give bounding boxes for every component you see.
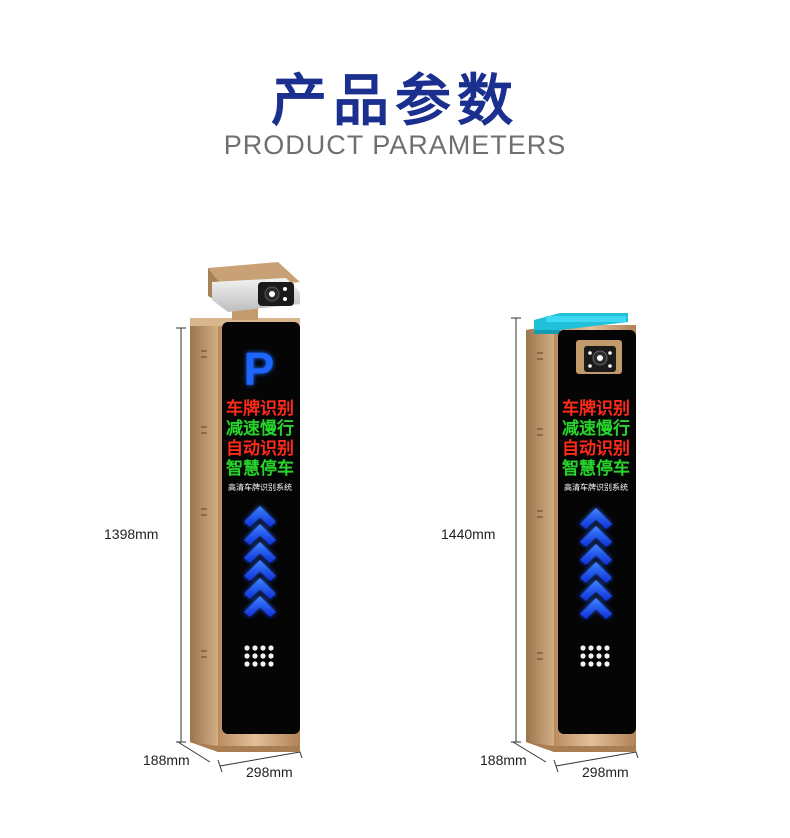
right-camera-icon [576, 340, 622, 374]
right-width-label: 298mm [582, 764, 629, 780]
product-left: P 车牌识别 减速慢行 自动识别 智慧停车 高清车牌识别系统 [176, 262, 303, 773]
right-arrow-icon [580, 508, 612, 619]
right-subtitle: 高清车牌识别系统 [564, 482, 628, 492]
right-cabinet-side [526, 325, 554, 752]
left-height-label: 1398mm [104, 526, 159, 542]
left-parking-sign: P [244, 343, 275, 395]
right-height-dimension [511, 317, 521, 743]
left-subtitle: 高清车牌识别系统 [228, 482, 292, 492]
left-width-label: 298mm [246, 764, 293, 780]
left-led-line-4: 智慧停车 [226, 458, 294, 479]
right-led-line-2: 减速慢行 [562, 418, 630, 439]
right-led-line-3: 自动识别 [562, 438, 630, 459]
left-bullet-camera-icon [208, 262, 300, 320]
left-cabinet-side [190, 320, 218, 752]
right-led-line-4: 智慧停车 [562, 458, 630, 479]
left-led-line-2: 减速慢行 [226, 418, 294, 439]
right-base [526, 742, 636, 752]
page-subtitle: PRODUCT PARAMETERS [223, 130, 567, 160]
left-depth-label: 188mm [143, 752, 190, 768]
left-height-dimension [176, 327, 186, 743]
left-led-line-3: 自动识别 [226, 438, 294, 459]
left-fill-light-icon [244, 645, 274, 667]
right-top-light-icon [534, 313, 628, 334]
right-depth-label: 188mm [480, 752, 527, 768]
right-fill-light-icon [580, 645, 610, 667]
right-led-line-1: 车牌识别 [562, 398, 630, 419]
page-title: 产品参数 [271, 69, 519, 134]
right-height-label: 1440mm [441, 526, 496, 542]
right-side-vents [537, 352, 543, 660]
left-led-line-1: 车牌识别 [226, 398, 294, 419]
left-base [190, 742, 300, 752]
product-right: 车牌识别 减速慢行 自动识别 智慧停车 高清车牌识别系统 [511, 313, 639, 773]
left-side-vents [201, 350, 207, 658]
left-arrow-icon [244, 506, 276, 617]
